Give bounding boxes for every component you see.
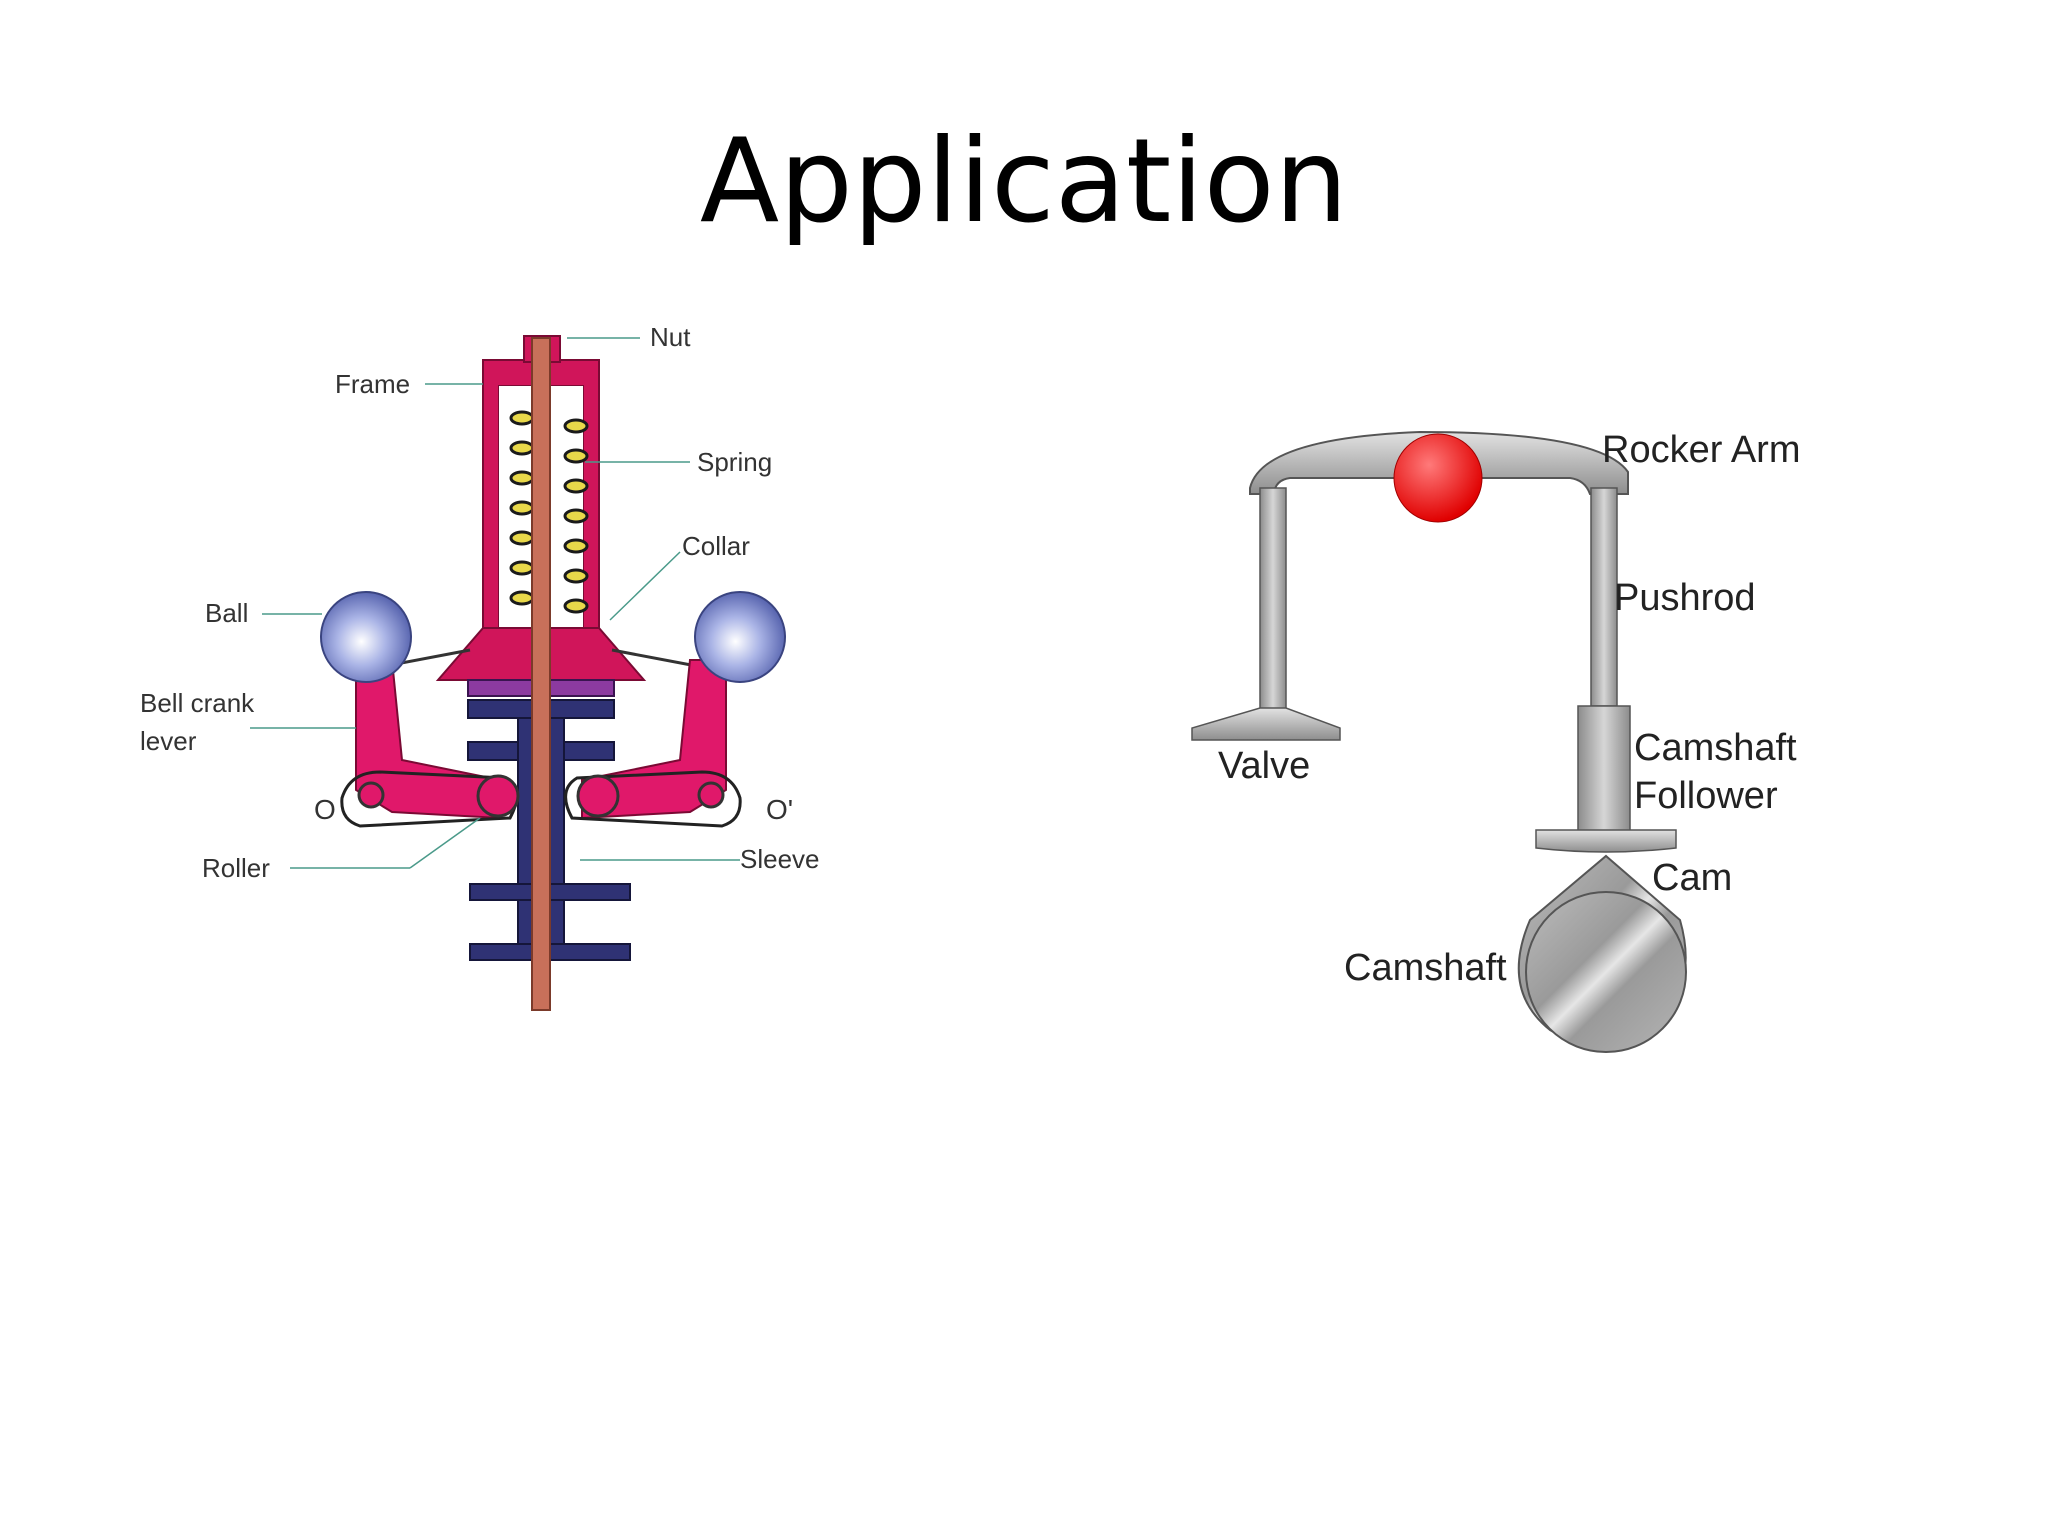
label-follower-line2: Follower	[1634, 775, 1778, 817]
label-pushrod: Pushrod	[1614, 577, 1756, 619]
label-nut: Nut	[650, 322, 691, 352]
governor-right-arm	[564, 648, 742, 828]
slide-title: Application	[699, 114, 1349, 249]
label-cam: Cam	[1652, 857, 1732, 899]
label-valve: Valve	[1218, 745, 1310, 787]
valve-stem	[1259, 487, 1287, 711]
label-roller: Roller	[202, 853, 270, 883]
label-frame: Frame	[335, 369, 410, 399]
label-collar: Collar	[682, 531, 750, 561]
follower-foot	[1535, 829, 1677, 853]
valve-head	[1191, 707, 1341, 741]
label-camshaft: Camshaft	[1344, 947, 1507, 989]
label-bell-crank-line1: Bell crank	[140, 688, 255, 718]
rocker-pivot	[1393, 433, 1483, 523]
governor-spindle	[531, 337, 551, 1011]
governor-leader-lines	[250, 337, 740, 869]
label-ball: Ball	[205, 598, 248, 628]
label-o-right: O'	[766, 794, 793, 825]
label-sleeve: Sleeve	[740, 844, 820, 874]
label-spring: Spring	[697, 447, 772, 477]
valvetrain-diagram: Rocker Arm Pushrod Valve Camshaft Follow…	[1191, 429, 1800, 1053]
camshaft	[1525, 891, 1687, 1053]
label-follower-line1: Camshaft	[1634, 727, 1797, 769]
governor-ball-right	[694, 591, 786, 683]
label-rocker-arm: Rocker Arm	[1602, 429, 1800, 471]
label-bell-crank-line2: lever	[140, 726, 197, 756]
governor-ball-left	[320, 591, 412, 683]
label-o-left: O	[314, 794, 336, 825]
camshaft-follower	[1577, 705, 1631, 833]
governor-diagram: Nut Frame Spring Collar Ball Bell crank …	[140, 322, 820, 1011]
